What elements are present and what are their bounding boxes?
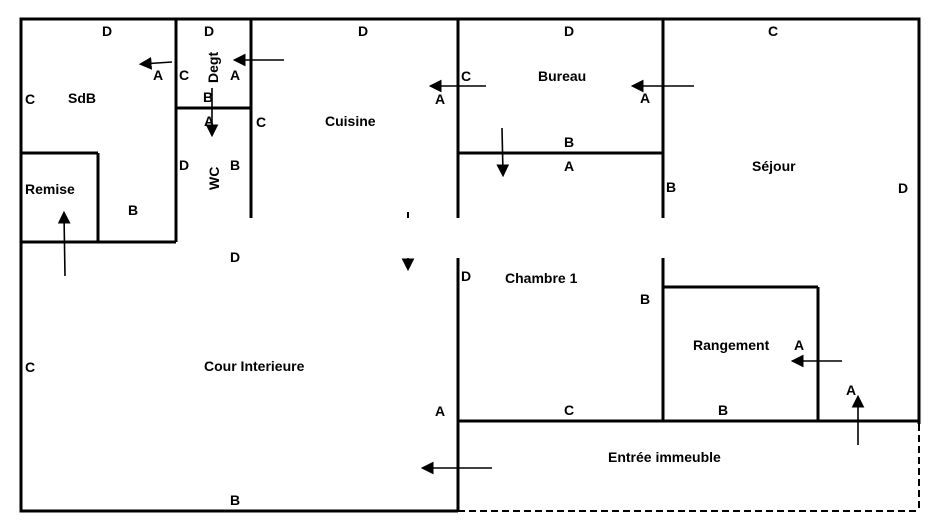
room-label-degt: Degt <box>205 52 221 83</box>
wall-label: C <box>25 359 35 375</box>
wall-label: A <box>564 158 574 174</box>
arrows <box>57 53 865 475</box>
wall-label: A <box>846 382 856 398</box>
wall-label: A <box>204 113 214 129</box>
wall-label: D <box>179 157 189 173</box>
wall-label: D <box>230 249 240 265</box>
room-label-wc: WC <box>206 167 222 190</box>
wall-label: C <box>461 68 471 84</box>
arrow-icon <box>496 127 510 178</box>
wall-label: A <box>435 403 445 419</box>
wall-label: D <box>898 180 908 196</box>
wall-label: C <box>564 402 574 418</box>
wall-label: D <box>102 23 112 39</box>
wall-label: B <box>564 134 574 150</box>
wall-label: A <box>230 67 240 83</box>
arrow-icon <box>138 56 173 70</box>
room-label-chambre1: Chambre 1 <box>505 270 578 286</box>
wall-label: B <box>230 157 240 173</box>
wall-label: C <box>256 114 266 130</box>
wall-label: B <box>128 202 138 218</box>
room-label-entree: Entrée immeuble <box>608 449 721 465</box>
blank-band <box>184 219 664 257</box>
arrow-icon <box>57 210 71 277</box>
wall-label: B <box>640 291 650 307</box>
entree-area <box>458 424 928 514</box>
wall-label: B <box>203 89 213 105</box>
wall-labels: D D D D C A C A B C A C D B B D C A A B … <box>25 23 908 508</box>
wall-label: A <box>435 91 445 107</box>
wall-label: A <box>794 337 804 353</box>
room-label-rangement: Rangement <box>693 337 770 353</box>
wall-label: D <box>204 23 214 39</box>
room-label-bureau: Bureau <box>538 68 586 84</box>
wall-label: B <box>718 402 728 418</box>
wall-label: D <box>461 268 471 284</box>
wall-label: D <box>358 23 368 39</box>
room-label-remise: Remise <box>25 181 75 197</box>
room-label-cour: Cour Interieure <box>204 358 305 374</box>
wall-label: A <box>640 90 650 106</box>
wall-label: B <box>230 492 240 508</box>
room-label-cuisine: Cuisine <box>325 113 376 129</box>
wall-label: A <box>153 67 163 83</box>
wall-label: C <box>25 91 35 107</box>
wall-label: C <box>768 23 778 39</box>
room-label-sdb: SdB <box>68 90 96 106</box>
wall-label: C <box>179 67 189 83</box>
wall-label: D <box>564 23 574 39</box>
room-labels: SdB Degt Cuisine Bureau Séjour Remise WC… <box>25 52 796 465</box>
wall-label: B <box>666 179 676 195</box>
room-label-sejour: Séjour <box>752 158 796 174</box>
